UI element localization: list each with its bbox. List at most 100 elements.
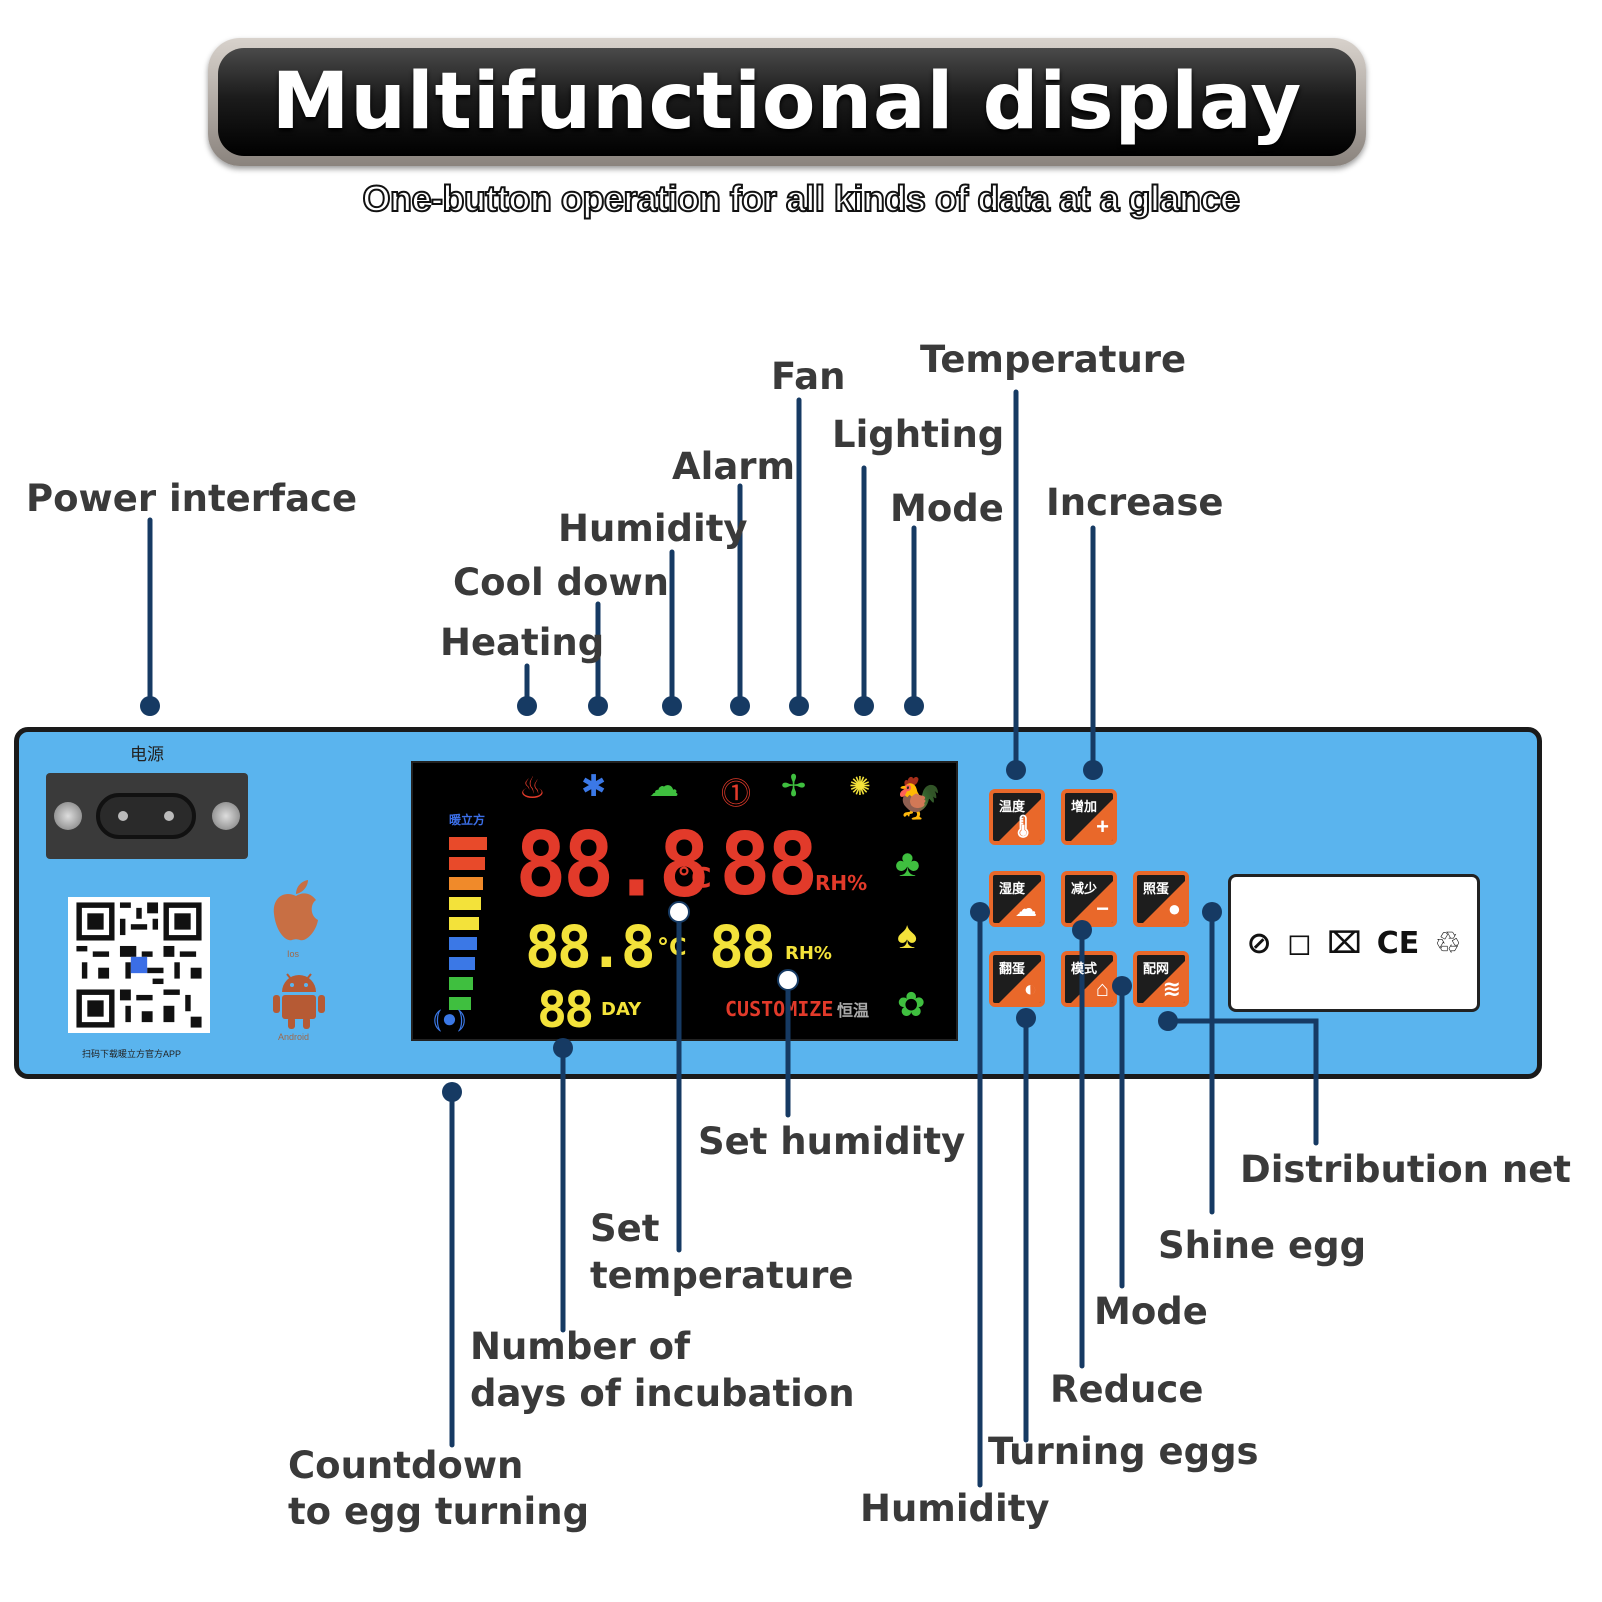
anchor-dot <box>1006 760 1026 780</box>
lcd-brand: 暖立方 <box>449 813 486 827</box>
anchor-dot <box>1112 976 1132 996</box>
anchor-dot-white <box>668 901 690 923</box>
level-bar <box>449 897 481 910</box>
lcd-display: ♨ ✱ ☁ ⓵ ✢ ✺ 🐓 ♣ ♠ ✿ 暖立方 ⦅●⦆ 88.8 °C 88 R… <box>411 761 958 1041</box>
label-distribution-net: Distribution net <box>1240 1148 1571 1191</box>
weee-bin-icon: ⌧ <box>1327 925 1362 961</box>
page-title: Multifunctional display <box>271 57 1303 147</box>
certification-box: ⊘ ◻ ⌧ CE ♲ <box>1228 874 1480 1012</box>
anchor-dot <box>904 696 924 716</box>
recycle-icon: ♲ <box>1434 925 1462 961</box>
anchor-dot <box>1202 902 1222 922</box>
label-power-interface: Power interface <box>26 477 358 520</box>
label-alarm: Alarm <box>672 445 796 488</box>
power-caption: 电源 <box>130 745 164 765</box>
label-humidity-top: Humidity <box>558 507 748 550</box>
anchor-dot <box>970 902 990 922</box>
egg-tray-icon: ⦅●⦆ <box>433 1003 467 1033</box>
increase-button[interactable]: 增加 + <box>1061 789 1117 845</box>
ce-mark-icon: CE <box>1376 925 1420 961</box>
anchor-dot <box>1158 1011 1178 1031</box>
no-pollution-icon: ⊘ <box>1246 925 1272 961</box>
humidity-button[interactable]: 湿度 ☁ <box>989 871 1045 927</box>
snowflake-icon: ✱ <box>581 770 607 803</box>
button-label: 翻蛋 <box>999 961 1026 976</box>
label-countdown-2: to egg turning <box>288 1490 590 1533</box>
title-plate: Multifunctional display <box>218 48 1356 156</box>
anchor-dot <box>1072 920 1092 940</box>
button-label: 配网 <box>1143 961 1170 976</box>
anchor-dot <box>854 696 874 716</box>
socket-hole <box>96 793 196 839</box>
label-heating: Heating <box>440 621 605 664</box>
lcd-set-humidity: 88 <box>709 913 776 981</box>
duck-icon: ♣ <box>895 843 920 885</box>
label-days-2: days of incubation <box>470 1372 855 1415</box>
label-reduce: Reduce <box>1050 1368 1204 1411</box>
shine-egg-button[interactable]: 照蛋 ● <box>1133 871 1189 927</box>
level-bar <box>449 997 471 1010</box>
anchor-dot <box>553 1038 573 1058</box>
temperature-button[interactable]: 温度 🌡 <box>989 789 1045 845</box>
power-socket[interactable] <box>46 773 248 859</box>
plus-icon: + <box>1096 814 1109 839</box>
button-label: 减少 <box>1071 881 1098 896</box>
mode-icon: ⌂ <box>1095 976 1109 1001</box>
lcd-set-humidity-unit: RH% <box>785 943 832 964</box>
qr-code <box>68 897 210 1033</box>
label-days-1: Number of <box>470 1325 691 1368</box>
lcd-customize: CUSTOMIZE <box>725 997 834 1021</box>
label-temperature: Temperature <box>920 338 1187 381</box>
reduce-button[interactable]: 减少 − <box>1061 871 1117 927</box>
anchor-dot <box>517 696 537 716</box>
level-bar <box>449 917 479 930</box>
lcd-humidity-unit: RH% <box>815 871 868 895</box>
label-set-humidity: Set humidity <box>698 1120 966 1163</box>
anchor-dot <box>1083 760 1103 780</box>
rain-cloud-icon: ☁ <box>649 770 679 803</box>
level-bar <box>449 837 487 850</box>
alarm-icon: ⓵ <box>721 778 751 811</box>
leader-distribution-net <box>1165 1018 1319 1146</box>
label-countdown-1: Countdown <box>288 1444 524 1487</box>
dove-icon: ✿ <box>897 986 926 1024</box>
bulb-icon: ✺ <box>849 771 871 801</box>
label-cool-down: Cool down <box>453 561 669 604</box>
level-bar <box>449 957 475 970</box>
android-label: Android <box>278 1032 310 1042</box>
anchor-dot <box>730 696 750 716</box>
lcd-temperature: 88.8 <box>515 812 710 918</box>
label-turning-eggs: Turning eggs <box>988 1430 1259 1473</box>
double-insulation-icon: ◻ <box>1286 925 1312 961</box>
screw-icon <box>54 802 82 830</box>
title-banner: Multifunctional display <box>208 38 1366 166</box>
lcd-set-temperature-unit: °C <box>657 933 687 961</box>
lcd-constant: 恒温 <box>837 1001 870 1020</box>
minus-icon: − <box>1096 896 1109 921</box>
button-label: 照蛋 <box>1143 881 1170 896</box>
button-label: 增加 <box>1071 799 1098 814</box>
network-button[interactable]: 配网 ≋ <box>1133 951 1189 1007</box>
anchor-dot <box>588 696 608 716</box>
button-label: 模式 <box>1071 961 1098 976</box>
lcd-set-temperature: 88.8 <box>525 913 656 981</box>
lcd-humidity: 88 <box>719 815 819 915</box>
lcd-days-unit: DAY <box>601 999 642 1020</box>
screw-icon <box>212 802 240 830</box>
anchor-dot <box>1016 1008 1036 1028</box>
fan-icon: ✢ <box>781 770 807 803</box>
label-set-temperature-1: Set <box>590 1207 660 1250</box>
thermometer-icon: 🌡 <box>1009 814 1037 839</box>
mode-button[interactable]: 模式 ⌂ <box>1061 951 1117 1007</box>
level-bar <box>449 977 473 990</box>
cloud-icon: ☁ <box>1015 896 1037 921</box>
label-mode-bottom: Mode <box>1094 1290 1208 1333</box>
label-set-temperature-2: temperature <box>590 1254 854 1297</box>
goose-icon: ♠ <box>897 915 918 957</box>
turning-eggs-button[interactable]: 翻蛋 ◐ <box>989 951 1045 1007</box>
apple-icon <box>273 880 318 941</box>
lightbulb-icon: ● <box>1167 896 1181 921</box>
anchor-dot <box>442 1082 462 1102</box>
ios-label: Ios <box>287 949 300 959</box>
